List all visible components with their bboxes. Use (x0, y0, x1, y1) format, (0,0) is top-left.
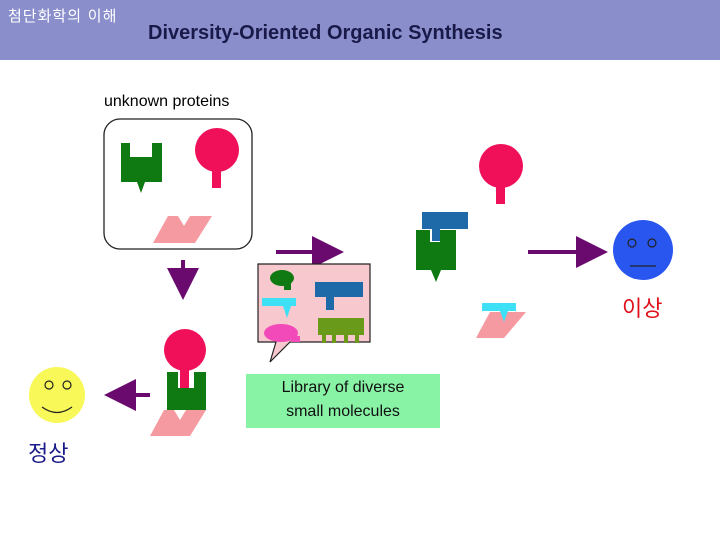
pink-ball-protein-bottom-icon (164, 329, 206, 388)
pink-parallelogram-icon (153, 216, 212, 243)
pink-parallelogram-bottom-icon (150, 410, 206, 436)
green-blob-molecule (270, 270, 294, 290)
cyan-tee-molecule (262, 298, 296, 318)
slide-title: Diversity-Oriented Organic Synthesis (148, 22, 503, 44)
yellow-face-icon (29, 367, 85, 423)
magenta-blob-molecule (264, 324, 300, 342)
blue-molecule-bound-icon (422, 212, 468, 241)
green-protein-bottom-icon (167, 372, 206, 423)
unknown-proteins-label: unknown proteins (104, 93, 230, 110)
olive-comb-molecule (318, 318, 364, 343)
green-protein-inhibited-icon (416, 230, 456, 282)
pink-ball-protein-icon (195, 128, 239, 188)
library-label-line1: Library of diverse (281, 379, 405, 396)
normal-label: 정상 (28, 442, 69, 467)
abnormal-label: 이상 (622, 297, 663, 322)
blue-tee-molecule (315, 282, 363, 310)
course-title: 첨단화학의 이해 (8, 7, 118, 25)
pink-ball-protein-bound-icon (479, 144, 523, 204)
library-label-line2: small molecules (286, 403, 400, 420)
library-label: Library of diverse small molecules (246, 374, 440, 428)
blue-face-icon (613, 220, 673, 280)
pink-parallelogram-bound-icon (476, 312, 526, 338)
header-bar: 첨단화학의 이해 Diversity-Oriented Organic Synt… (0, 0, 720, 60)
green-protein-icon (121, 143, 162, 193)
cyan-molecule-bound-icon (482, 303, 516, 322)
